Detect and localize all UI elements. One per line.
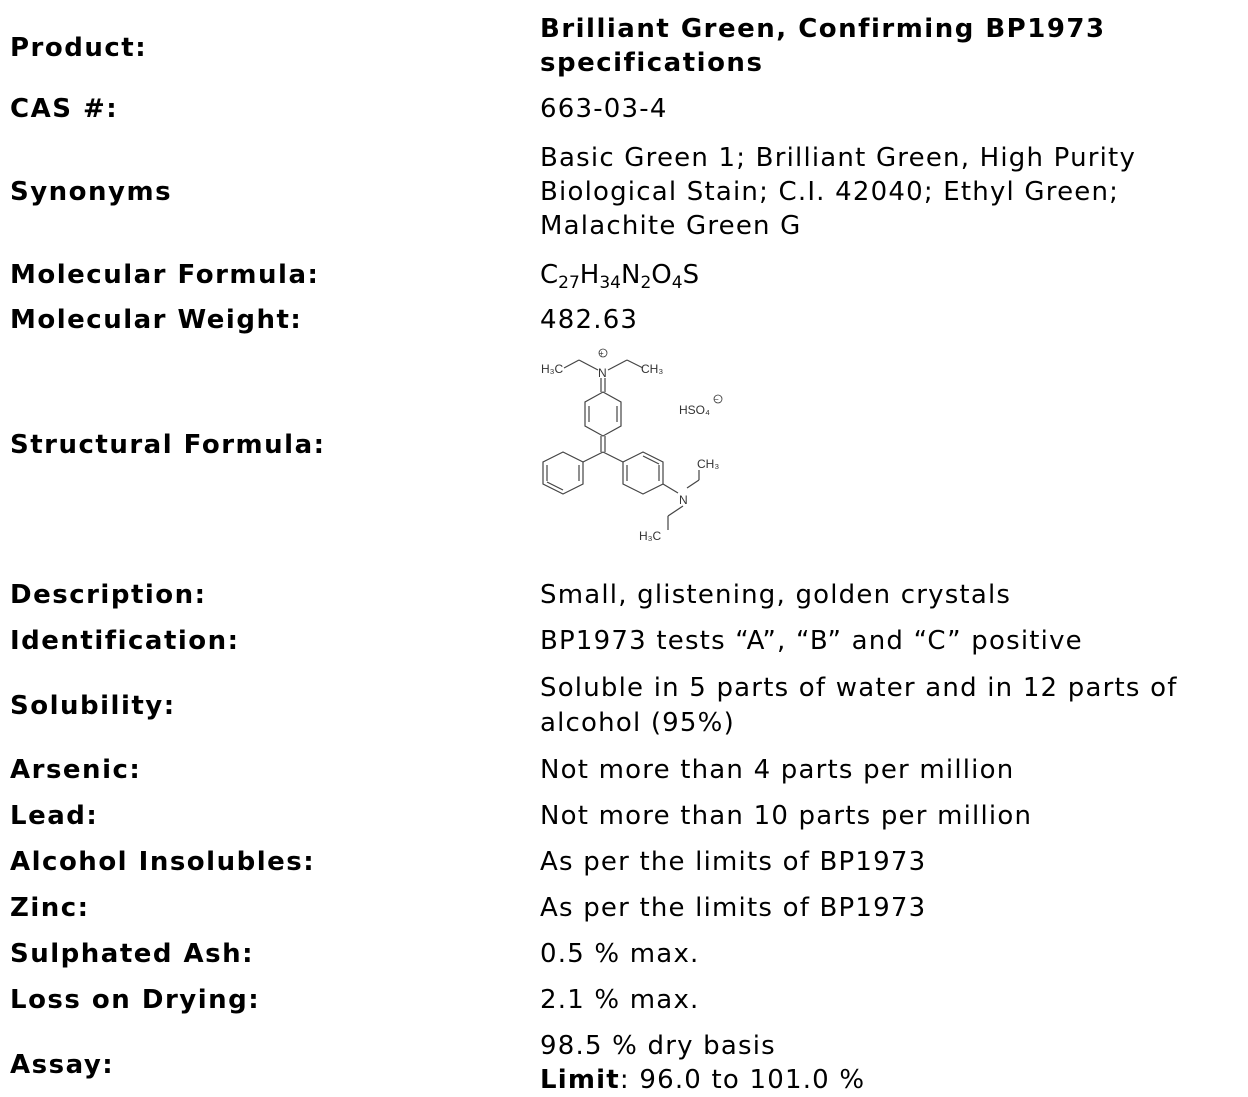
solubility-value-line1: Soluble in 5 parts of water and in 12 pa… (540, 673, 1178, 703)
plus-charge-label: + (599, 349, 604, 358)
lead-value: Not more than 10 parts per million (540, 801, 1033, 831)
zinc-label: Zinc: (10, 893, 90, 923)
formula-element: C (540, 260, 559, 290)
cas-value: 663-03-4 (540, 94, 668, 124)
minus-charge-label: − (714, 395, 719, 404)
formula-element: S (682, 260, 700, 290)
formula-subscript: 4 (671, 273, 683, 293)
molecular-formula-value: C27H34N2O4S (540, 258, 699, 292)
identification-value: BP1973 tests “A”, “B” and “C” positive (540, 626, 1083, 656)
formula-subscript: 34 (599, 273, 621, 293)
product-label: Product: (10, 33, 148, 63)
synonyms-line2: Biological Stain; C.I. 42040; Ethyl Gree… (540, 177, 1120, 207)
alcohol-insolubles-value: As per the limits of BP1973 (540, 847, 927, 877)
synonyms-label: Synonyms (10, 177, 173, 207)
n-right-label: N (679, 493, 688, 507)
description-label: Description: (10, 580, 207, 610)
sulphated-ash-label: Sulphated Ash: (10, 939, 255, 969)
loss-on-drying-label: Loss on Drying: (10, 985, 261, 1015)
n-top-label: N (598, 366, 607, 380)
formula-element: O (651, 260, 672, 290)
ch3-right-label: CH₃ (697, 457, 719, 471)
molecular-weight-label: Molecular Weight: (10, 305, 303, 335)
molecular-formula-label: Molecular Formula: (10, 260, 320, 290)
product-name-line2: specifications (540, 48, 764, 78)
alcohol-insolubles-label: Alcohol Insolubles: (10, 847, 316, 877)
assay-label: Assay: (10, 1050, 115, 1080)
arsenic-value: Not more than 4 parts per million (540, 755, 1015, 785)
description-value: Small, glistening, golden crystals (540, 580, 1012, 610)
loss-on-drying-value: 2.1 % max. (540, 985, 700, 1015)
formula-element: N (621, 260, 641, 290)
product-name-line1: Brilliant Green, Confirming BP1973 (540, 14, 1106, 44)
molecular-weight-value: 482.63 (540, 305, 639, 335)
synonyms-line3: Malachite Green G (540, 211, 802, 241)
assay-value: 98.5 % dry basis (540, 1031, 776, 1061)
lead-label: Lead: (10, 801, 99, 831)
synonyms-line1: Basic Green 1; Brilliant Green, High Pur… (540, 143, 1137, 173)
solubility-value-line2: alcohol (95%) (540, 708, 735, 738)
assay-limit-value: : 96.0 to 101.0 % (619, 1065, 866, 1095)
solubility-label: Solubility: (10, 691, 176, 721)
structural-formula-diagram: H₃C N + CH₃ HSO₄ − CH₃ N H₃C (541, 348, 723, 543)
arsenic-label: Arsenic: (10, 755, 142, 785)
structural-formula-label: Structural Formula: (10, 430, 326, 460)
h3c-bottom-label: H₃C (639, 529, 662, 543)
cas-label: CAS #: (10, 94, 119, 124)
formula-element: H (579, 260, 600, 290)
sulphated-ash-value: 0.5 % max. (540, 939, 700, 969)
formula-subscript: 27 (558, 273, 580, 293)
ch3-top-label: CH₃ (641, 362, 663, 376)
formula-subscript: 2 (640, 273, 652, 293)
assay-limit-label: Limit (540, 1065, 620, 1095)
hso4-label: HSO₄ (679, 403, 710, 417)
assay-limit: Limit: 96.0 to 101.0 % (540, 1063, 865, 1097)
h3c-top-label: H₃C (541, 362, 564, 376)
zinc-value: As per the limits of BP1973 (540, 893, 927, 923)
identification-label: Identification: (10, 626, 240, 656)
